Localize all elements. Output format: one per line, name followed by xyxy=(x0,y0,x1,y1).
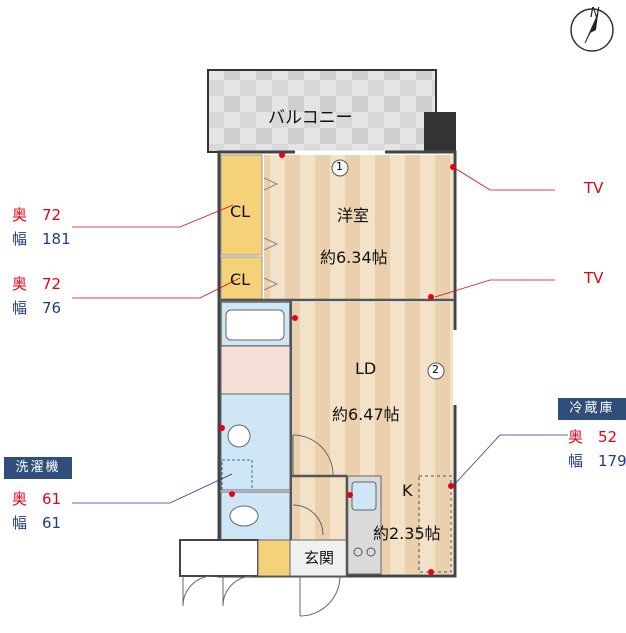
marker-2 xyxy=(427,362,445,380)
entrance-label: 玄関 xyxy=(304,549,335,567)
closet-1-dims: 奥 72 幅 181 xyxy=(12,206,71,248)
doors xyxy=(182,434,341,617)
western-room-name: 洋室 xyxy=(337,206,370,225)
width-label: 幅 xyxy=(12,299,28,317)
tv-label-2: TV xyxy=(584,269,604,287)
width-value: 181 xyxy=(42,230,71,248)
leader-lines-red xyxy=(72,166,555,299)
closet-2-dims: 奥 72 幅 76 xyxy=(12,275,61,317)
depth-label: 奥 xyxy=(12,275,28,293)
closet-2-label: CL xyxy=(230,270,251,289)
fridge-space xyxy=(418,475,452,573)
depth-label: 奥 xyxy=(568,428,584,446)
depth-value: 72 xyxy=(42,206,62,224)
closet-1-label: CL xyxy=(230,202,251,221)
stove-icon xyxy=(353,547,363,557)
width-label: 幅 xyxy=(12,230,28,248)
width-value: 61 xyxy=(42,514,62,532)
kitchen-name: K xyxy=(402,481,413,500)
compass-icon xyxy=(570,8,614,52)
depth-value: 61 xyxy=(42,490,62,508)
balcony-label: バルコニー xyxy=(268,108,353,128)
tv-label-1: TV xyxy=(584,179,604,197)
ld-name: LD xyxy=(355,359,377,378)
closet-1 xyxy=(220,154,263,256)
western-room-floor xyxy=(264,155,453,299)
washer-tag: 洗濯機 xyxy=(4,457,72,479)
width-label: 幅 xyxy=(568,452,584,470)
entrance-storage xyxy=(179,539,259,577)
entrance xyxy=(289,539,348,577)
washer-space xyxy=(221,459,253,491)
width-value: 76 xyxy=(42,299,62,317)
washer-dims: 奥 61 幅 61 xyxy=(12,490,61,532)
leader-lines-blue xyxy=(72,434,568,504)
depth-value: 72 xyxy=(42,275,62,293)
fridge-tag: 冷蔵庫 xyxy=(558,398,626,420)
closet-2 xyxy=(220,256,263,300)
ld-size: 約6.47帖 xyxy=(332,405,400,424)
dressing-area xyxy=(220,345,291,395)
depth-label: 奥 xyxy=(12,490,28,508)
width-value: 179 xyxy=(598,452,626,470)
marker-1 xyxy=(331,159,349,177)
depth-value: 52 xyxy=(598,428,618,446)
balcony xyxy=(207,69,456,153)
shoe-closet xyxy=(257,539,291,577)
closet-doors xyxy=(263,177,279,291)
outlet-dots xyxy=(219,152,456,575)
depth-label: 奥 xyxy=(12,206,28,224)
north-label: N xyxy=(590,6,600,21)
fridge-dims: 奥 52 幅 179 xyxy=(568,428,626,470)
western-room-size: 約6.34帖 xyxy=(320,248,388,267)
kitchen-size: 約2.35帖 xyxy=(373,524,441,543)
kitchen-sink-icon xyxy=(351,481,377,511)
sink-icon xyxy=(227,424,251,448)
width-label: 幅 xyxy=(12,514,28,532)
marker-2-label: 2 xyxy=(432,363,439,376)
marker-1-label: 1 xyxy=(336,160,343,173)
bathtub-icon xyxy=(225,309,285,341)
inner-walls xyxy=(219,298,455,576)
toilet-icon xyxy=(229,505,259,527)
